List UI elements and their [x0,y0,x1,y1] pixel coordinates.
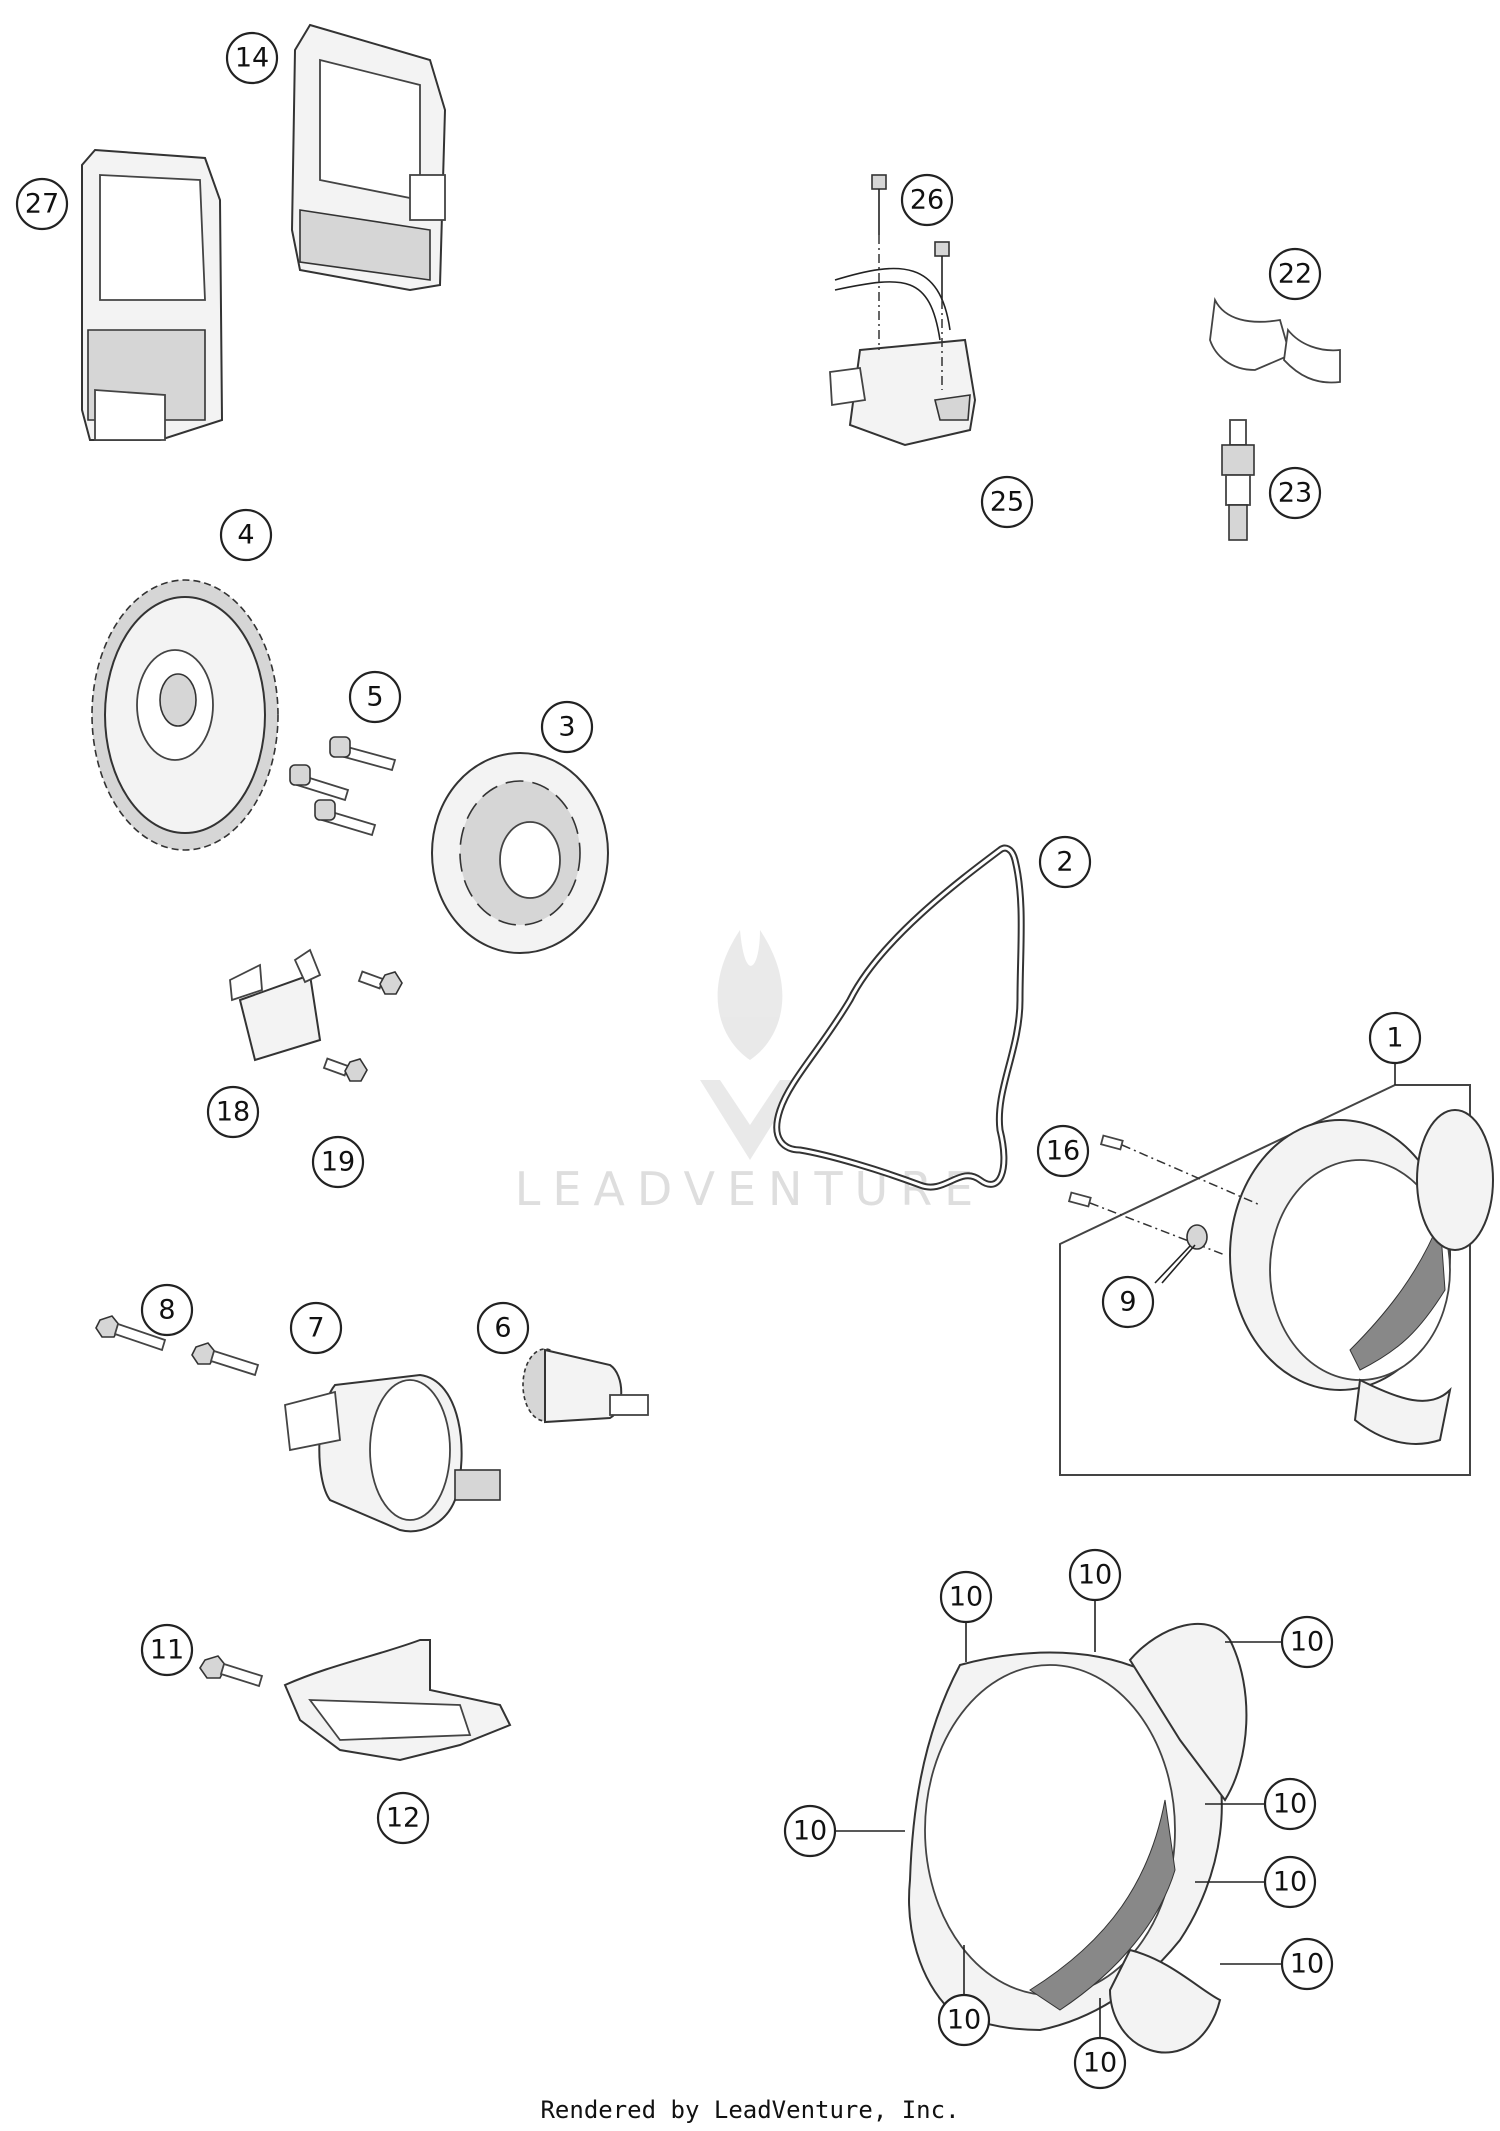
callout-10: 10 [939,1570,993,1624]
pins-16 [1067,1134,1261,1256]
callout-2: 2 [1038,835,1092,889]
screws-8 [95,1315,260,1377]
starter-drive-6 [522,1348,649,1424]
callout-27: 27 [15,177,69,231]
callout-3: 3 [540,700,594,754]
callout-10-label: 10 [1290,1627,1324,1658]
callout-10: 10 [1068,1548,1122,1602]
ignition-coil-25 [829,267,977,447]
leaders-10 [835,1600,1282,2038]
callout-22: 22 [1268,247,1322,301]
callout-19-label: 19 [321,1147,355,1178]
spark-plug-cap-22 [1209,296,1341,384]
screw-11 [199,1655,264,1688]
ignition-cover-1 [1229,1109,1494,1445]
seal-9 [1161,1224,1208,1284]
callout-14: 14 [225,31,279,85]
callout-18: 18 [206,1085,260,1139]
callout-12: 12 [376,1791,430,1845]
callout-23: 23 [1268,466,1322,520]
callout-10-label: 10 [1273,1867,1307,1898]
callout-10-label: 10 [949,1582,983,1613]
callout-3-label: 3 [558,712,575,743]
callout-16-label: 16 [1046,1136,1080,1167]
callout-10-label: 10 [1273,1789,1307,1820]
callout-10-label: 10 [1290,1949,1324,1980]
callout-8-label: 8 [158,1295,175,1326]
callout-10: 10 [937,1993,991,2047]
spark-plug-23 [1221,419,1255,541]
callout-10: 10 [1263,1777,1317,1831]
callout-4: 4 [219,508,273,562]
screws-5 [289,736,397,837]
callout-23-label: 23 [1278,478,1312,509]
callout-7: 7 [289,1301,343,1355]
callout-12-label: 12 [386,1803,420,1834]
callout-11-label: 11 [150,1635,184,1666]
callout-1-label: 1 [1386,1023,1403,1054]
ecu-unit-27 [81,148,224,441]
callout-5: 5 [348,670,402,724]
callout-8: 8 [140,1283,194,1337]
callout-4-label: 4 [237,520,254,551]
sensor-18 [229,948,322,1062]
callout-22-label: 22 [1278,259,1312,290]
starter-motor-7 [284,1373,501,1533]
callout-25: 25 [980,475,1034,529]
leadventure-watermark: LEADVENTURE [515,930,986,1216]
screw-26b [934,241,950,390]
callout-10: 10 [783,1804,837,1858]
callout-26-label: 26 [910,185,944,216]
callout-9-label: 9 [1119,1287,1136,1318]
callout-10-label: 10 [1083,2048,1117,2079]
ignition-cover-main [908,1623,1248,2054]
callout-2-label: 2 [1056,847,1073,878]
flywheel-gear-4 [91,579,279,851]
gasket-2 [773,844,1025,1191]
screws-19 [322,970,403,1082]
assembly-box-1 [1059,1064,1471,1476]
callout-9: 9 [1101,1275,1155,1329]
callout-10: 10 [1280,1937,1334,1991]
stator-3 [431,752,609,954]
guard-12 [283,1639,512,1762]
callout-19: 19 [311,1135,365,1189]
callout-10: 10 [1073,2036,1127,2090]
callout-6-label: 6 [494,1313,511,1344]
ecu-unit-14 [290,23,447,292]
watermark-text: LEADVENTURE [515,1162,986,1216]
callout-10-label: 10 [1078,1560,1112,1591]
callout-25-label: 25 [990,487,1024,518]
callout-10-label: 10 [793,1816,827,1847]
callout-6: 6 [476,1301,530,1355]
callout-26: 26 [900,173,954,227]
screw-26a [871,174,887,350]
callout-14-label: 14 [235,43,269,74]
footer-credit: Rendered by LeadVenture, Inc. [540,2096,960,2124]
callout-7-label: 7 [307,1313,324,1344]
callout-10-label: 10 [947,2005,981,2036]
callout-10: 10 [1263,1855,1317,1909]
leader-9 [1154,1245,1191,1284]
callout-5-label: 5 [366,682,383,713]
callout-16: 16 [1036,1124,1090,1178]
callout-18-label: 18 [216,1097,250,1128]
callout-10: 10 [1280,1615,1334,1669]
callout-11: 11 [140,1623,194,1677]
callout-1: 1 [1368,1011,1422,1065]
callout-27-label: 27 [25,189,59,220]
